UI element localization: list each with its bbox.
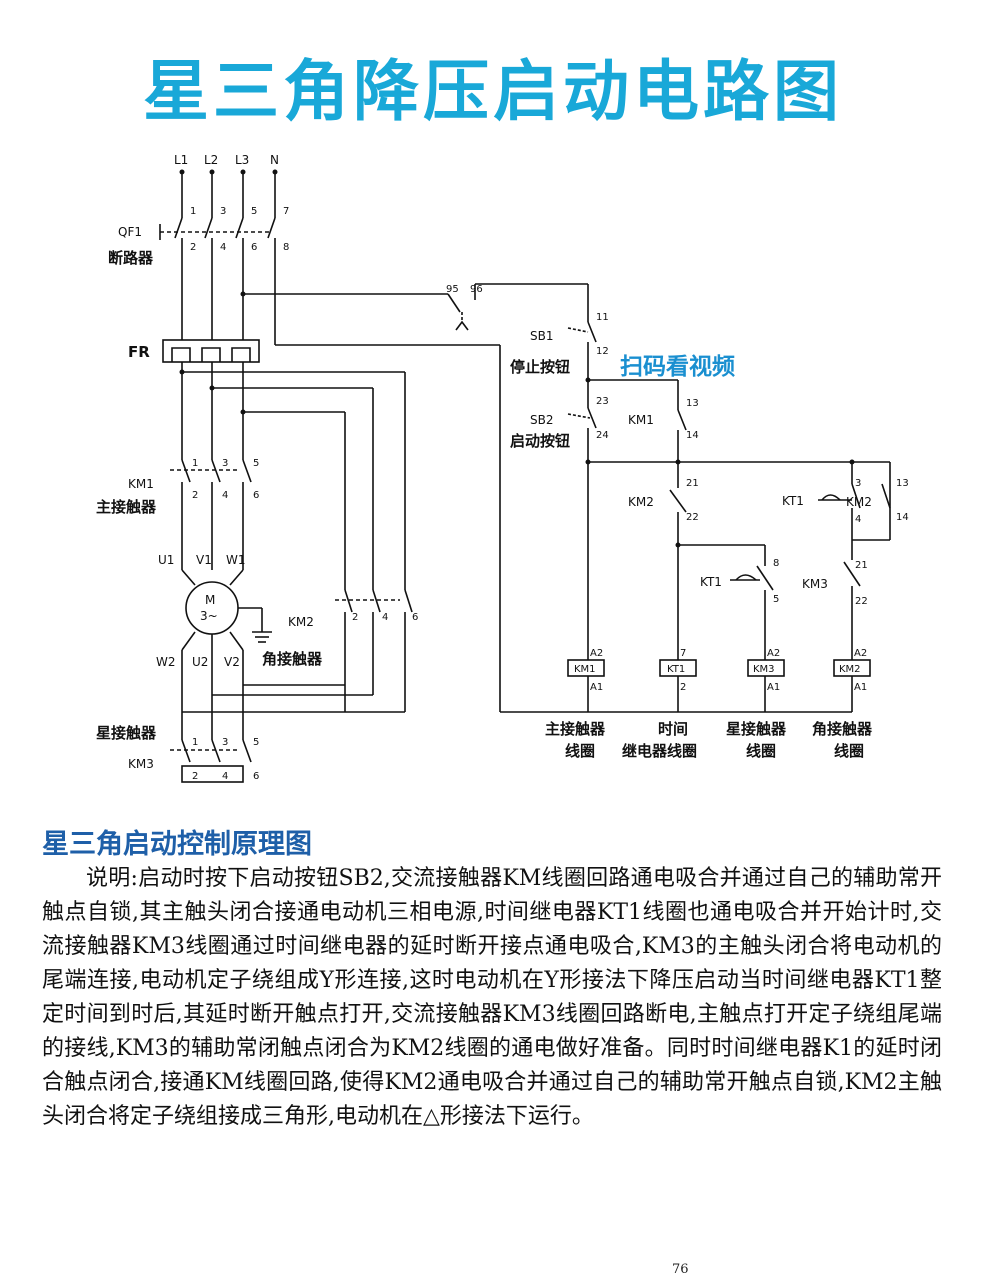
- l1-label: L1: [174, 153, 188, 167]
- km2-right-name: KM2: [846, 495, 872, 509]
- coil-km1-a2: A2: [590, 648, 603, 659]
- km1-main-t6: 6: [253, 490, 259, 501]
- coil-km3-a1: A1: [767, 682, 780, 693]
- coil-km2-caption1: 角接触器: [812, 720, 873, 738]
- km3-main-label: 星接触器: [96, 724, 157, 742]
- breaker-t4: 4: [220, 242, 226, 253]
- page-title: 星三角降压启动电路图: [143, 53, 843, 130]
- km3-main-t1: 1: [192, 737, 198, 748]
- km1-main-t1: 1: [192, 458, 198, 469]
- breaker-label: 断路器: [108, 249, 154, 267]
- km1-aux-name: KM1: [628, 413, 654, 427]
- sb1-name: SB1: [530, 329, 553, 343]
- motor-w1: W1: [226, 553, 246, 567]
- coil-km3-caption2: 线圈: [746, 742, 776, 760]
- coil-km3-a2: A2: [767, 648, 780, 659]
- fr-t95: 95: [446, 284, 459, 295]
- kt1-left-name: KT1: [700, 575, 722, 589]
- km1-main-label: 主接触器: [96, 498, 157, 516]
- coil-kt1-caption2: 继电器线圈: [622, 742, 697, 760]
- km3-main-t3: 3: [222, 737, 228, 748]
- km2-main-t4: 4: [382, 612, 388, 623]
- km3-aux-t21: 21: [855, 560, 868, 571]
- km3-aux-name: KM3: [802, 577, 828, 591]
- kt1-right-t4: 4: [855, 514, 861, 525]
- coil-km3-name: KM3: [753, 664, 775, 675]
- breaker-t3: 3: [220, 206, 226, 217]
- breaker-t7: 7: [283, 206, 289, 217]
- km1-main-name: KM1: [128, 477, 154, 491]
- l3-label: L3: [235, 153, 249, 167]
- motor-m: M: [205, 593, 215, 607]
- breaker-t2: 2: [190, 242, 196, 253]
- motor-w2: W2: [156, 655, 176, 669]
- coil-km1-a1: A1: [590, 682, 603, 693]
- km1-aux-t13: 13: [686, 398, 699, 409]
- km2-main-label: 角接触器: [262, 650, 323, 668]
- km2-right-t13: 13: [896, 478, 909, 489]
- breaker-name: QF1: [118, 225, 142, 239]
- motor-v2: V2: [224, 655, 240, 669]
- km3-main-t2: 2: [192, 771, 198, 782]
- km3-aux-t22: 22: [855, 596, 868, 607]
- kt1-right-t3: 3: [855, 478, 861, 489]
- km3-main-t4: 4: [222, 771, 228, 782]
- km1-main-t3: 3: [222, 458, 228, 469]
- coil-kt1-a2: 7: [680, 648, 686, 659]
- coil-kt1-caption1: 时间: [658, 720, 688, 738]
- motor-phase: 3~: [200, 609, 218, 623]
- coil-kt1-a1: 2: [680, 682, 686, 693]
- km1-aux-t14: 14: [686, 430, 699, 441]
- km1-main-t4: 4: [222, 490, 228, 501]
- motor-u1: U1: [158, 553, 174, 567]
- km2-aux-name: KM2: [628, 495, 654, 509]
- page-number: 76: [672, 1262, 689, 1277]
- kt1-left-t8: 8: [773, 558, 779, 569]
- l2-label: L2: [204, 153, 218, 167]
- sb1-t12: 12: [596, 346, 609, 357]
- coil-km1-caption1: 主接触器: [545, 720, 606, 738]
- km3-main-name: KM3: [128, 757, 154, 771]
- sb1-t11: 11: [596, 312, 609, 323]
- coil-km1-name: KM1: [574, 664, 596, 675]
- coil-km2-name: KM2: [839, 664, 861, 675]
- coil-km2-a1: A1: [854, 682, 867, 693]
- breaker-t8: 8: [283, 242, 289, 253]
- fr-t96: 96: [470, 284, 483, 295]
- sb1-label: 停止按钮: [510, 358, 570, 376]
- n-label: N: [270, 153, 279, 167]
- sb2-name: SB2: [530, 413, 553, 427]
- circuit-diagram: L1 L2 L3 N 1 3 5 7 2 4 6 8 QF1 断路器 FR 95…: [96, 153, 909, 783]
- section-heading: 星三角启动控制原理图: [42, 829, 312, 860]
- km2-aux-t21: 21: [686, 478, 699, 489]
- scan-video-label: 扫码看视频: [620, 353, 735, 380]
- km2-aux-t22: 22: [686, 512, 699, 523]
- kt1-left-t5: 5: [773, 594, 779, 605]
- km3-main-t6: 6: [253, 771, 259, 782]
- km2-main-t6: 6: [412, 612, 418, 623]
- motor-u2: U2: [192, 655, 208, 669]
- breaker-t5: 5: [251, 206, 257, 217]
- sb2-label: 启动按钮: [510, 432, 570, 450]
- km1-main-t5: 5: [253, 458, 259, 469]
- sb2-t24: 24: [596, 430, 609, 441]
- coil-km2-caption2: 线圈: [834, 742, 864, 760]
- breaker-t1: 1: [190, 206, 196, 217]
- breaker-t6: 6: [251, 242, 257, 253]
- km1-main-t2: 2: [192, 490, 198, 501]
- kt1-right-name: KT1: [782, 494, 804, 508]
- motor-v1: V1: [196, 553, 212, 567]
- km2-main-t2: 2: [352, 612, 358, 623]
- coil-km2-a2: A2: [854, 648, 867, 659]
- sb2-t23: 23: [596, 396, 609, 407]
- km2-main-name: KM2: [288, 615, 314, 629]
- km2-right-t14: 14: [896, 512, 909, 523]
- fr-label: FR: [128, 343, 150, 361]
- description-text: 说明:启动时按下启动按钮SB2,交流接触器KM线圈回路通电吸合并通过自己的辅助常…: [42, 866, 942, 1129]
- coil-km1-caption2: 线圈: [565, 742, 595, 760]
- km3-main-t5: 5: [253, 737, 259, 748]
- coil-km3-caption1: 星接触器: [726, 720, 787, 738]
- coil-kt1-name: KT1: [667, 664, 685, 675]
